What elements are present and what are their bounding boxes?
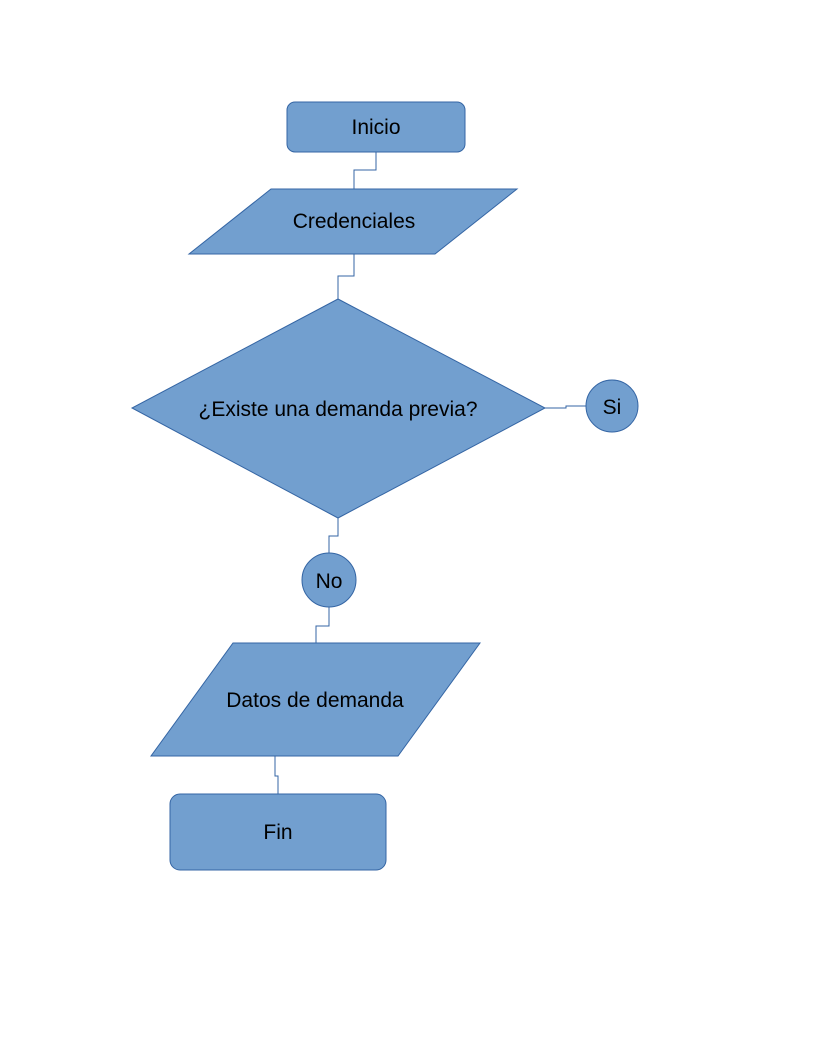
connector-credentials-to-decision: [337, 254, 355, 299]
connector-no-to-data: [315, 607, 330, 643]
credentials-parallelogram: [187, 188, 519, 255]
end-label: Fin: [263, 821, 292, 844]
end-terminator: Fin: [169, 793, 387, 871]
yes-node-circle: [585, 379, 639, 433]
start-label: Inicio: [351, 116, 400, 139]
demand-data-label: Datos de demanda: [226, 689, 404, 712]
yes-label: Si: [603, 396, 622, 419]
demand-data-parallelogram: [150, 642, 481, 757]
no-node: No: [301, 552, 357, 608]
demand-data-input-box: Datos de demanda: [150, 642, 481, 757]
start-terminator-shape: [286, 101, 466, 153]
connector-start-to-credentials: [353, 152, 377, 189]
yes-node: Si: [585, 379, 639, 433]
decision-label: ¿Existe una demanda previa?: [199, 398, 478, 421]
decision-diamond: ¿Existe una demanda previa?: [130, 298, 547, 519]
credentials-input-box: Credenciales: [187, 188, 519, 255]
connector-decision-to-yes: [545, 405, 586, 409]
no-node-circle: [301, 552, 357, 608]
decision-diamond-shape: [130, 298, 547, 519]
end-terminator-shape: [169, 793, 387, 871]
start-terminator: Inicio: [286, 101, 466, 153]
connector-decision-to-no: [328, 518, 339, 553]
credentials-label: Credenciales: [293, 210, 416, 233]
no-label: No: [316, 570, 343, 593]
connector-data-to-end: [274, 756, 279, 794]
